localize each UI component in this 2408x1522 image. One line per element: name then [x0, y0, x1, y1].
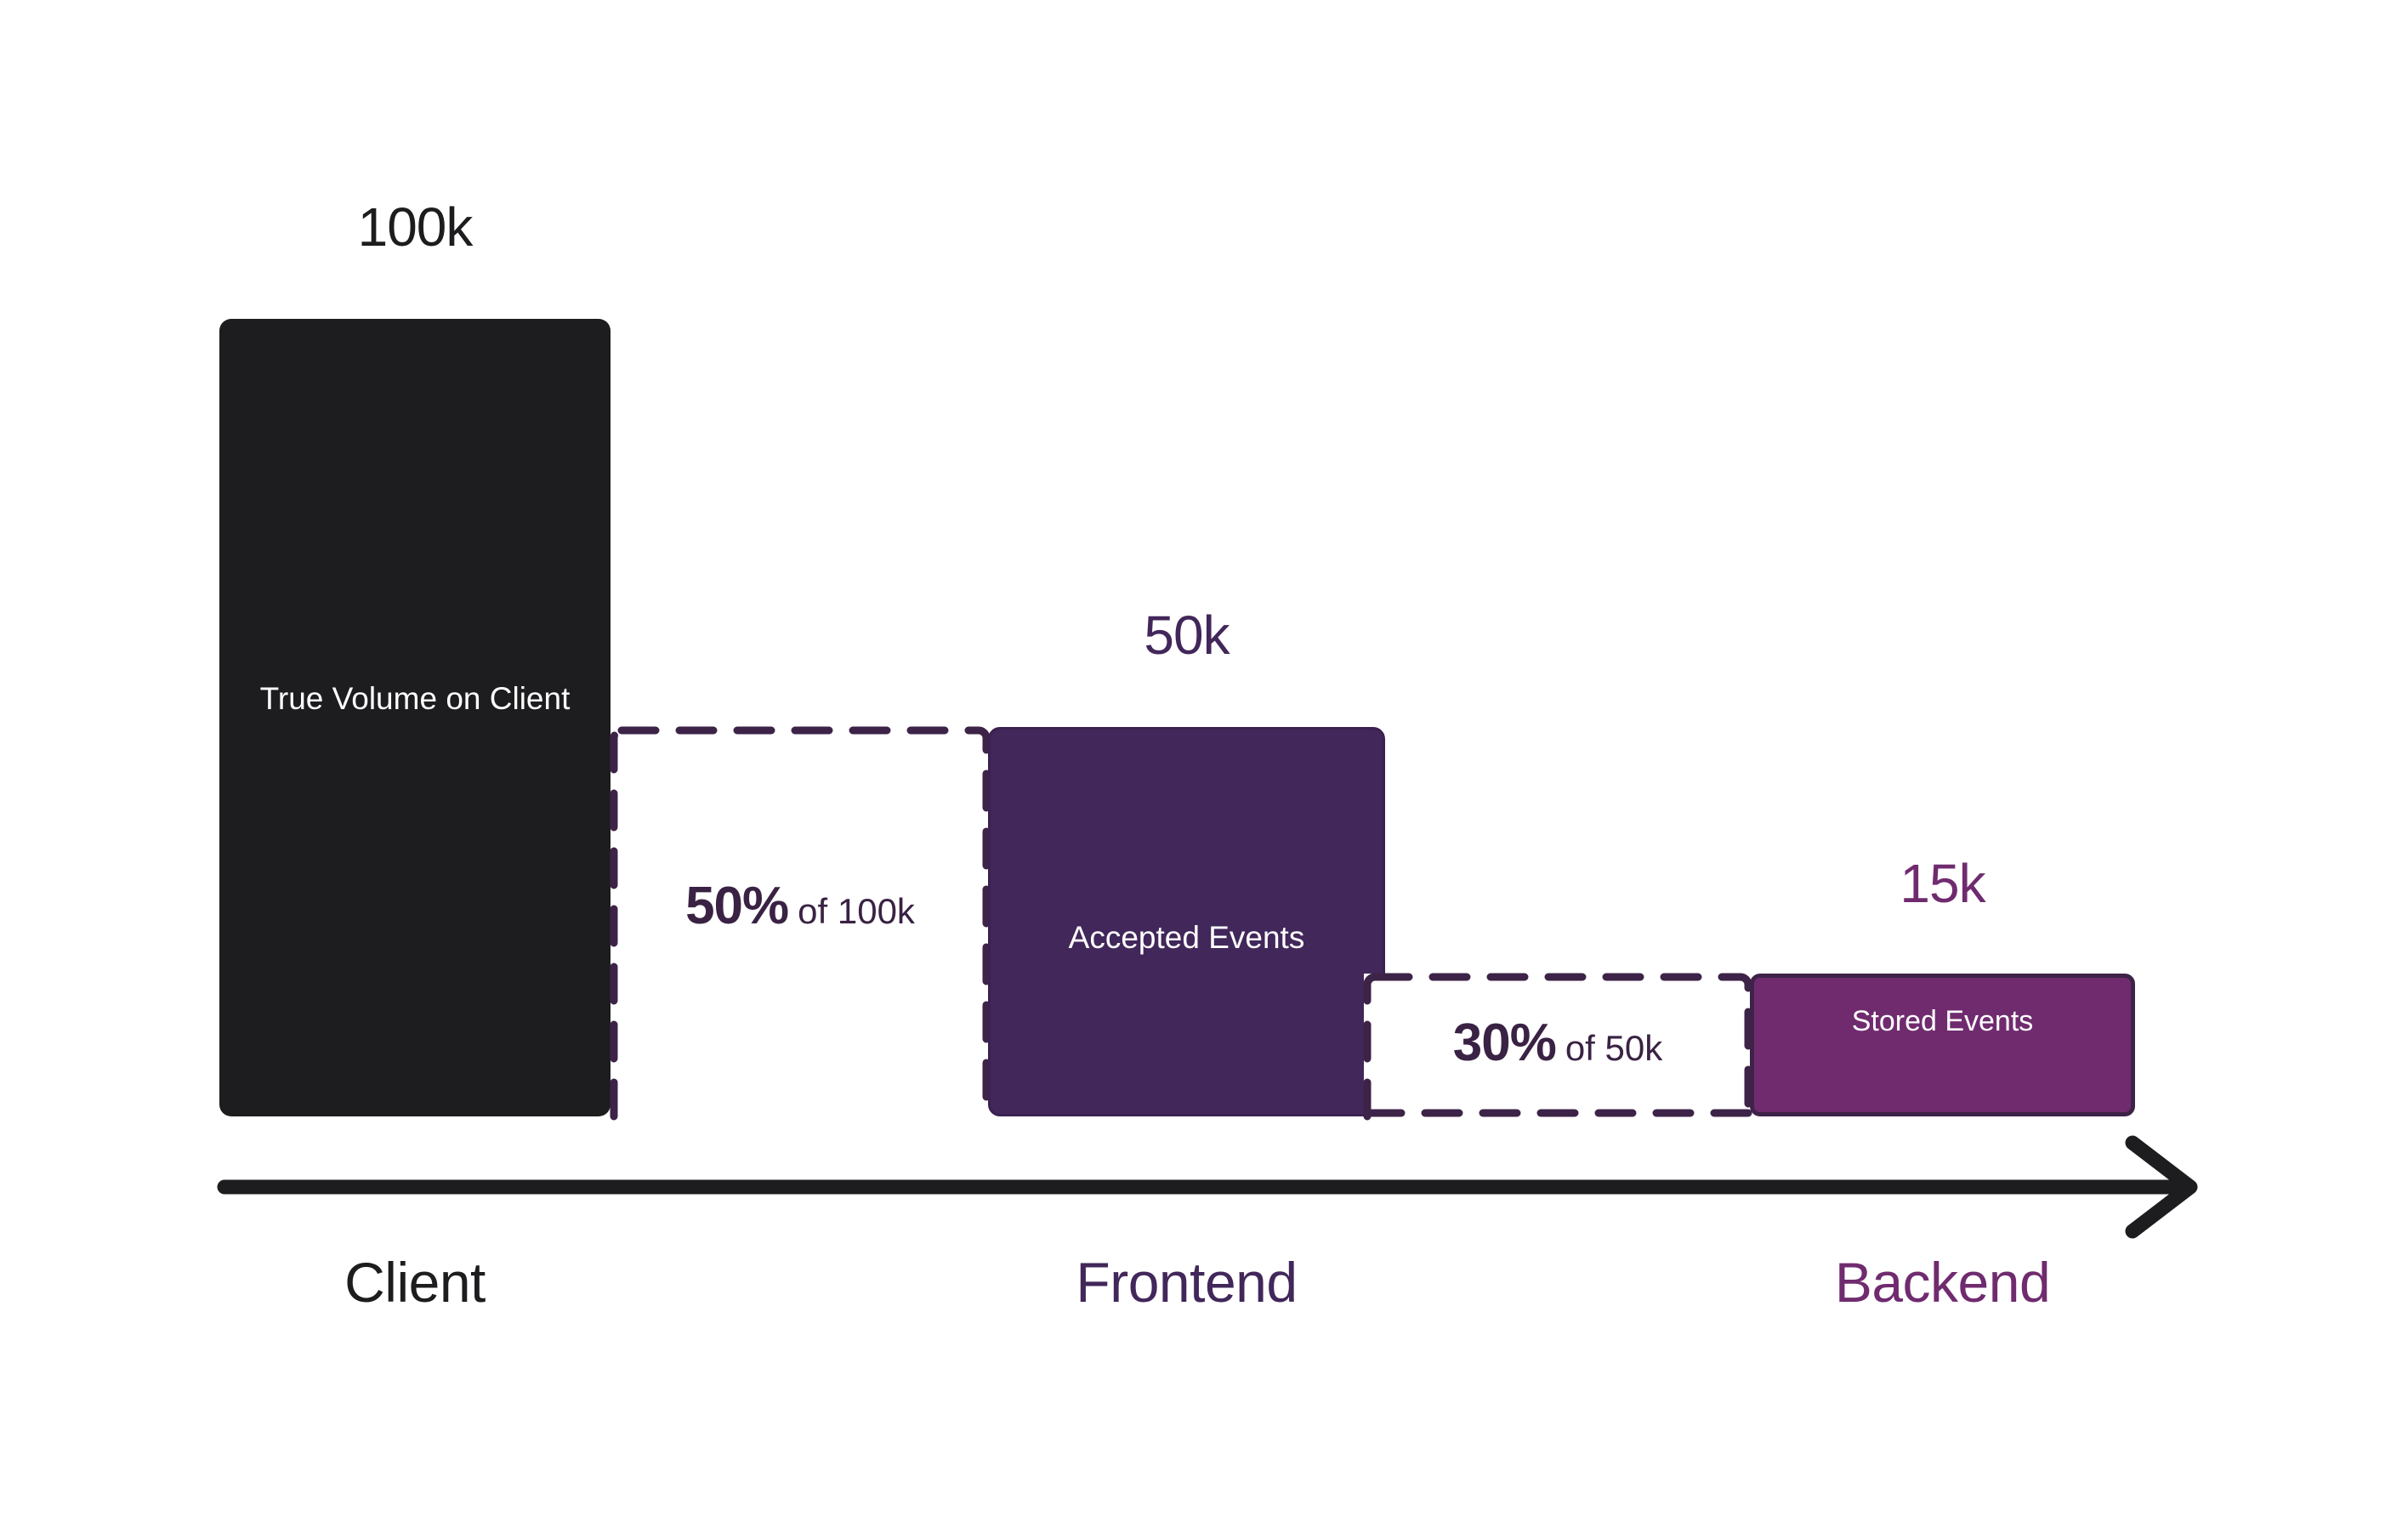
dropoff-basis-1: of 100k	[798, 891, 915, 931]
bar-label-backend: Stored Events	[1851, 1005, 2034, 1037]
dashed-border-2	[1363, 973, 1752, 1121]
dashed-border-1	[610, 726, 991, 1121]
dropoff-box-client-to-frontend: 50%of 100k	[610, 726, 991, 1121]
dropoff-caption-2: 30%of 50k	[1364, 1013, 1752, 1073]
dropoff-percent-1: 50%	[685, 877, 789, 935]
value-label-backend: 15k	[1900, 853, 1985, 914]
dropoff-box-frontend-to-backend: 30%of 50k	[1363, 973, 1752, 1121]
arrow-right-icon	[217, 1135, 2198, 1239]
stage-label-frontend: Frontend	[1076, 1251, 1298, 1314]
bar-label-client: True Volume on Client	[259, 681, 571, 716]
axis-arrow	[204, 1135, 2211, 1239]
bar-frontend: Accepted Events	[988, 727, 1385, 1116]
value-label-frontend: 50k	[1144, 605, 1230, 666]
dropoff-percent-2: 30%	[1452, 1014, 1557, 1072]
bar-backend: Stored Events	[1750, 974, 2135, 1116]
dropoff-basis-2: of 50k	[1565, 1028, 1663, 1068]
stage-label-backend: Backend	[1834, 1251, 2051, 1314]
stage-label-client: Client	[344, 1251, 486, 1314]
value-label-client: 100k	[357, 196, 474, 258]
bar-client: True Volume on Client	[219, 319, 611, 1116]
dropoff-caption-1: 50%of 100k	[611, 876, 990, 936]
bar-label-frontend: Accepted Events	[1068, 920, 1305, 955]
